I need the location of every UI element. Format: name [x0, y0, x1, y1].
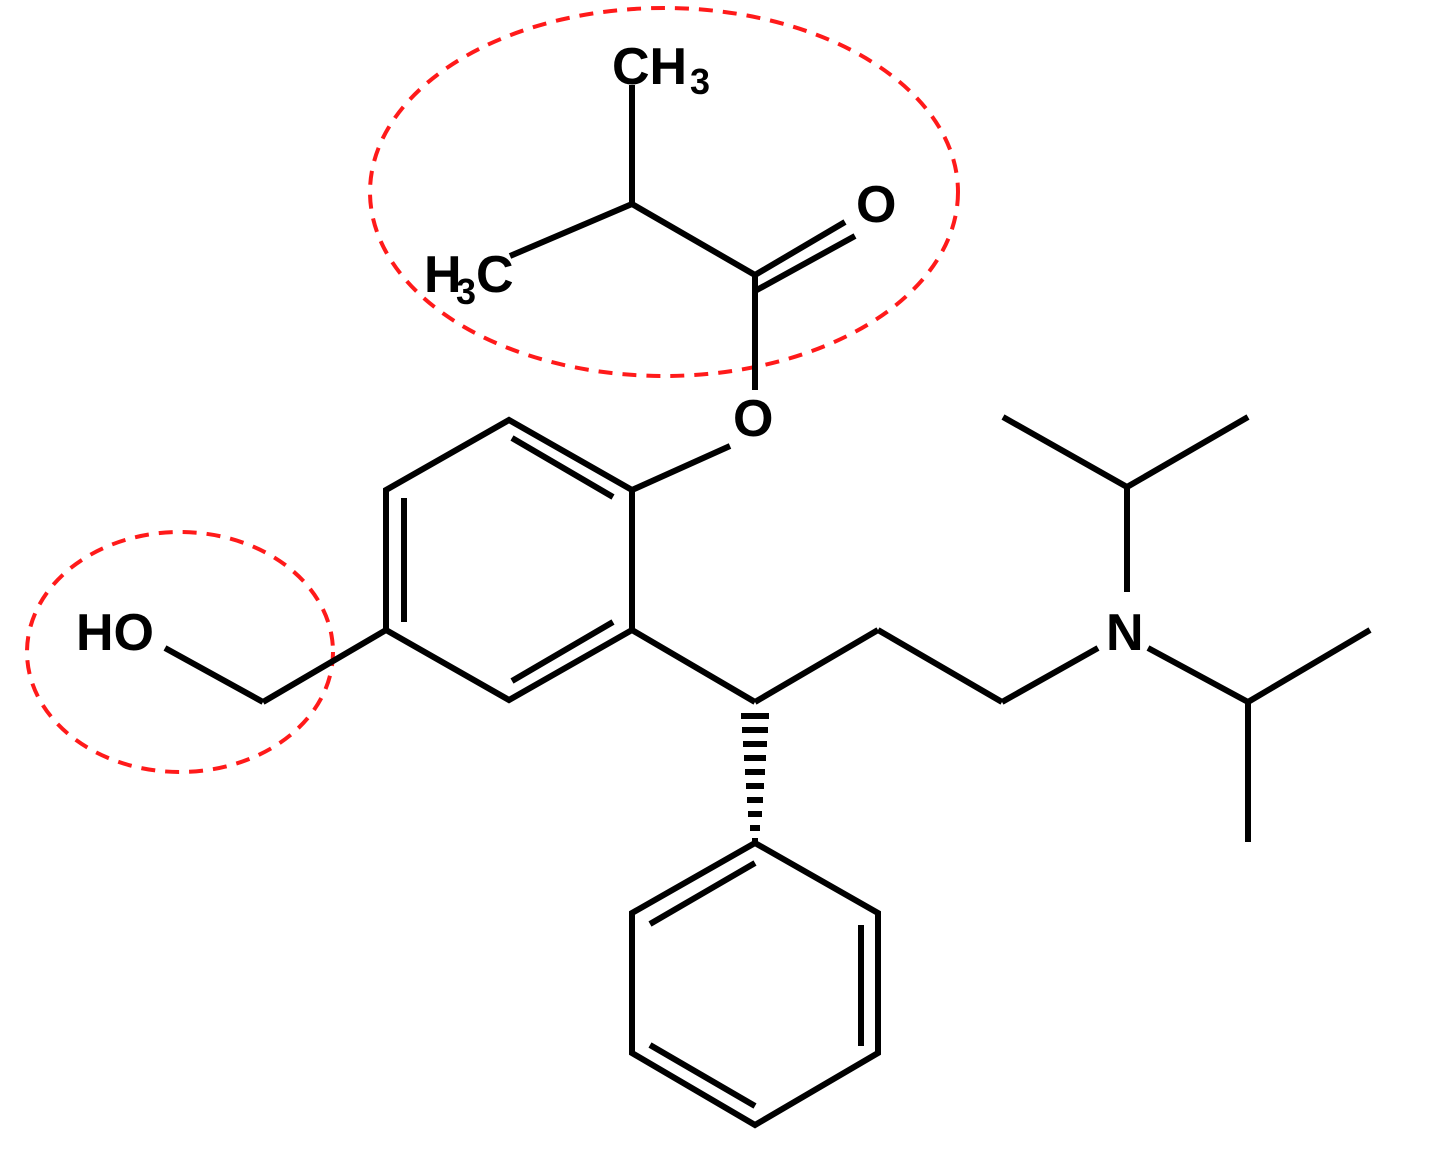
diisopropyl-bonds: [1001, 414, 1372, 842]
hydroxymethyl-bonds: [163, 627, 388, 705]
propyl-chain-bonds: [630, 627, 1100, 705]
svg-text:3: 3: [456, 271, 476, 312]
svg-text:C: C: [476, 246, 514, 304]
label-ester-oxygen: O: [733, 390, 773, 448]
svg-text:3: 3: [690, 61, 710, 102]
phenyl-ring: [629, 839, 881, 1129]
label-ch3-top: CH 3: [612, 38, 710, 102]
label-hydroxyl: HO: [76, 604, 154, 662]
isobutyryl-bonds: [508, 85, 857, 493]
svg-text:H: H: [424, 246, 462, 304]
highlight-ester-group: [368, 6, 960, 378]
highlight-hydroxymethyl-group: [25, 530, 335, 774]
svg-text:CH: CH: [612, 38, 687, 96]
label-h3c-left: H 3 C: [424, 246, 514, 312]
label-nitrogen: N: [1106, 604, 1144, 662]
hashed-wedge-bond: [741, 713, 769, 844]
benzene-ring-main: [383, 416, 635, 704]
label-carbonyl-oxygen: O: [856, 176, 896, 234]
